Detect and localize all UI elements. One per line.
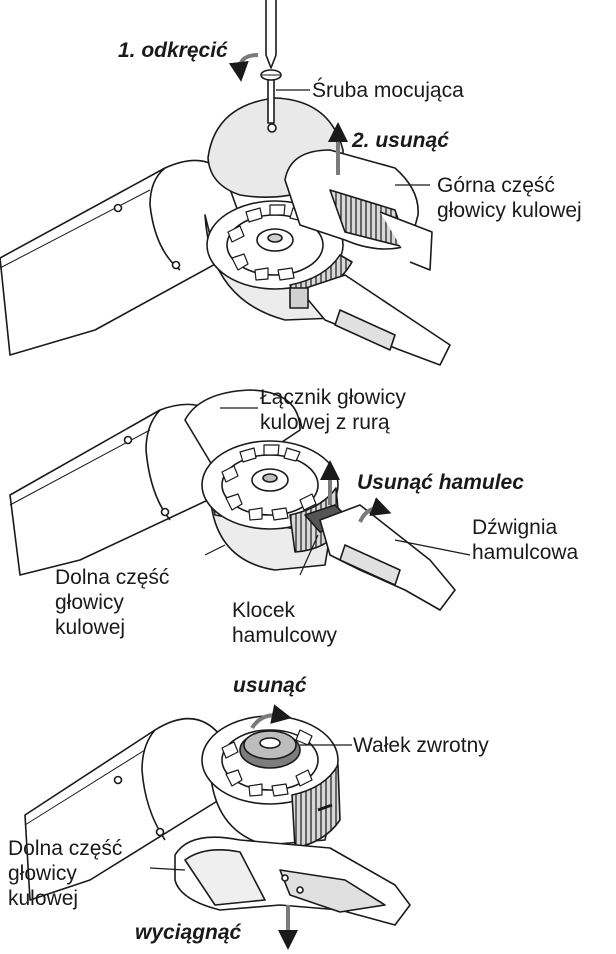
brake-block-label: Klocek hamulcowy [232, 598, 337, 648]
remove-roller-label: usunąć [233, 673, 307, 698]
upper-ball-head-label: Górna część głowicy kulowej [437, 173, 582, 223]
lower-ball-head-label-2: Dolna część głowicy kulowej [8, 836, 122, 911]
screwdriver [266, 0, 276, 68]
connector-label: Łącznik głowicy kulowej z rurą [260, 385, 406, 435]
pull-out-label: wyciągnąć [135, 920, 241, 945]
return-roller-label: Wałek zwrotny [353, 733, 489, 758]
unscrew-label: 1. odkręcić [118, 38, 228, 63]
remove-brake-label: Usunąć hamulec [357, 470, 524, 495]
unscrew-arrow [240, 55, 258, 72]
fixing-screw-label: Śruba mocująca [312, 78, 464, 103]
brake-lever-label: Dźwignia hamulcowa [472, 515, 578, 565]
lower-ball-head-label: Dolna część głowicy kulowej [55, 565, 169, 640]
fixing-screw [268, 78, 274, 123]
remove-upper-label: 2. usunąć [352, 128, 449, 153]
brake-lever [300, 275, 450, 365]
